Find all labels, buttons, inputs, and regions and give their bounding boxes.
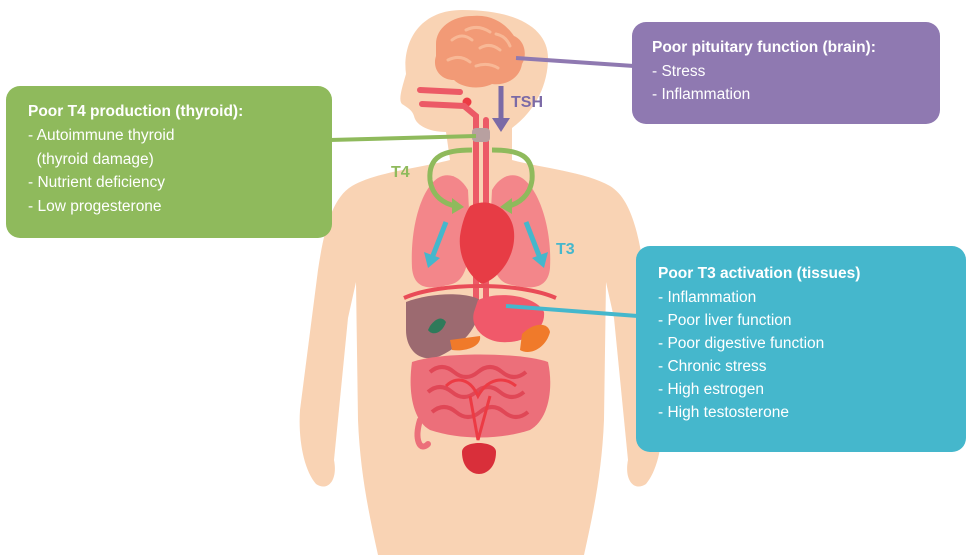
tissue-box-title: Poor T3 activation (tissues) [658, 264, 944, 284]
list-item: - High testosterone [658, 401, 944, 424]
thyroid-factor-list: - Autoimmune thyroid (thyroid damage) - … [28, 124, 310, 218]
list-item: - Autoimmune thyroid [28, 124, 310, 148]
t3-label: T3 [556, 241, 575, 259]
list-item: (thyroid damage) [28, 148, 310, 172]
pituitary-box-title: Poor pituitary function (brain): [652, 38, 920, 58]
list-item: - Nutrient deficiency [28, 171, 310, 195]
list-item: - Poor digestive function [658, 332, 944, 355]
list-item: - Low progesterone [28, 195, 310, 219]
list-item: - Inflammation [658, 286, 944, 309]
list-item: - Stress [652, 60, 920, 83]
list-item: - Chronic stress [658, 355, 944, 378]
tissue-info-box: Poor T3 activation (tissues) - Inflammat… [636, 246, 966, 452]
pituitary-factor-list: - Stress - Inflammation [652, 60, 920, 106]
thyroid-info-box: Poor T4 production (thyroid): - Autoimmu… [6, 86, 332, 238]
tissue-factor-list: - Inflammation - Poor liver function - P… [658, 286, 944, 424]
pituitary-info-box: Poor pituitary function (brain): - Stres… [632, 22, 940, 124]
thyroid-box-title: Poor T4 production (thyroid): [28, 102, 310, 122]
list-item: - Poor liver function [658, 309, 944, 332]
t4-label: T4 [391, 164, 410, 182]
list-item: - Inflammation [652, 83, 920, 106]
list-item: - High estrogen [658, 378, 944, 401]
tsh-label: TSH [511, 94, 543, 112]
